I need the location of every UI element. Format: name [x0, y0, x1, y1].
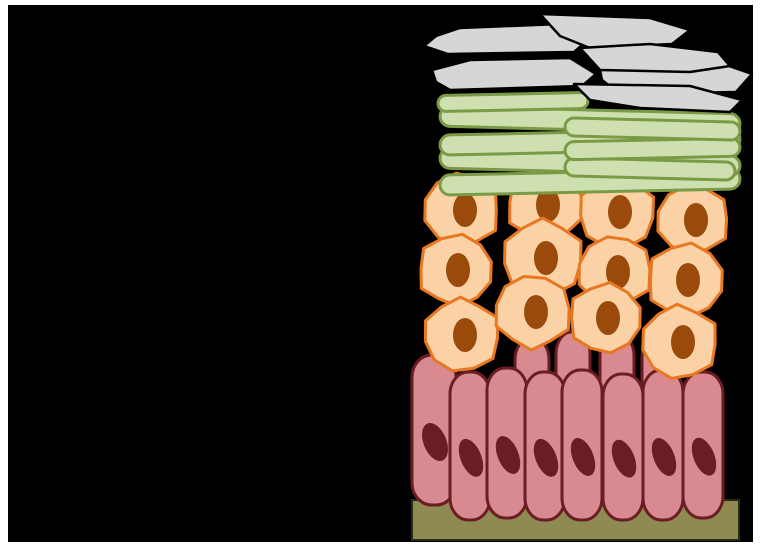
- basal-cell: [525, 372, 565, 520]
- spinous-cell-nucleus: [596, 301, 620, 335]
- spinous-cell-nucleus: [676, 263, 700, 297]
- spinous-cell-nucleus: [534, 241, 558, 275]
- basal-cell: [683, 372, 723, 518]
- granular-cell-body: [565, 118, 740, 141]
- granular-cell: [565, 118, 740, 141]
- granular-cell-body: [565, 158, 735, 180]
- spinous-cell: [650, 243, 722, 317]
- granular-cell: [565, 158, 735, 180]
- spinous-cell-nucleus: [608, 195, 632, 229]
- basal-cell: [562, 370, 602, 520]
- basal-cell: [603, 374, 643, 520]
- spinous-cell-nucleus: [671, 325, 695, 359]
- granular-cell-body: [565, 138, 740, 160]
- granular-cell-body: [438, 92, 588, 111]
- spinous-cell-nucleus: [684, 203, 708, 237]
- spinous-cell-nucleus: [453, 318, 477, 352]
- basal-cell: [487, 368, 527, 518]
- granular-cell: [438, 92, 588, 111]
- corneocyte: [432, 58, 596, 90]
- spinous-cell-nucleus: [453, 193, 477, 227]
- spinous-cell-nucleus: [524, 295, 548, 329]
- basal-cell: [450, 372, 490, 520]
- spinous-cell-nucleus: [446, 253, 470, 287]
- spinous-cell: [572, 283, 641, 353]
- granular-cell: [565, 138, 740, 160]
- basal-cell: [643, 370, 683, 520]
